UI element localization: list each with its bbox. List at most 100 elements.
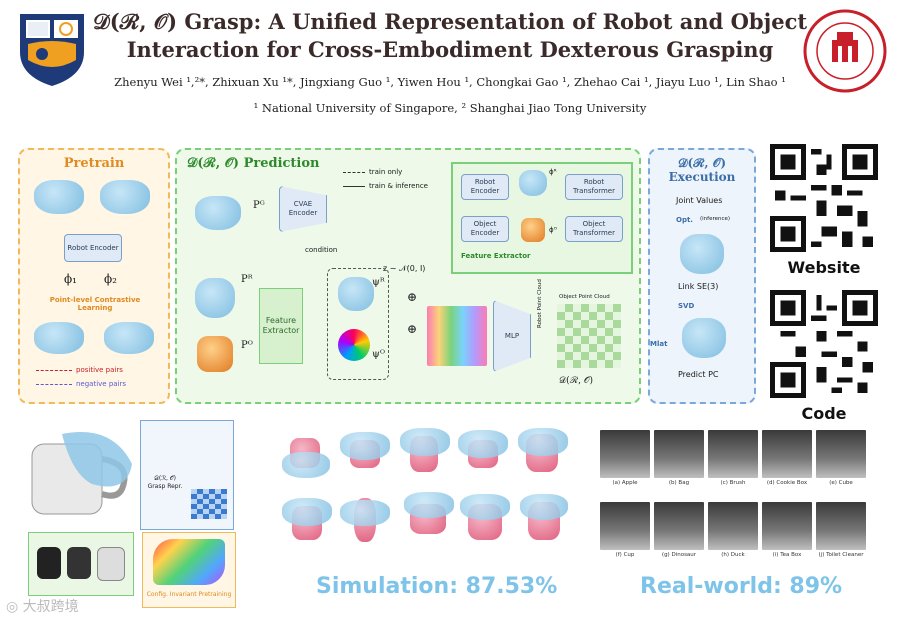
caption-dinosaur: (g) Dinosaur [661,552,697,558]
grasp-repr-panel: 𝒟(ℛ, 𝒪) Grasp Repr. [140,420,234,530]
predict-pc-label: Predict PC [678,370,719,379]
feature-cube [427,306,487,366]
psi-o-visual [338,329,370,361]
train-only-legend: train only [369,168,403,176]
grasp-repr-label: 𝒟(ℛ, 𝒪) Grasp Repr. [147,475,183,490]
real-photo [762,430,812,478]
mlp-box: MLP [493,300,531,372]
real-photo [762,502,812,550]
positive-pairs-label: positive pairs [76,366,123,374]
hand-point-cloud [104,322,154,354]
robot-hand-dark [37,547,61,579]
pretrain-title: Pretrain [63,156,125,171]
sim-hand [404,492,454,518]
psi-r-visual [338,277,374,311]
opt-label: Opt. [676,216,693,224]
predicted-pc-hand [682,318,726,358]
fe-robot-encoder: Robot Encoder [461,174,509,200]
condition-label: condition [305,246,338,254]
robot-encoder-box: Robot Encoder [64,234,122,262]
realworld-grid: (a) Apple (b) Bag (c) Brush (d) Cookie B… [596,428,876,568]
robot-hand-input [195,278,235,318]
poster-title: 𝒟(ℛ, 𝒪) Grasp: A Unified Representation … [0,8,900,64]
sim-hand [282,498,332,526]
real-photo [600,430,650,478]
po-label: Pᴼ [241,340,253,351]
caption-cookie-box: (d) Cookie Box [766,480,808,486]
z-label: z ∼ 𝒩(0, I) [383,264,426,273]
contrastive-label: Point-level Contrastive Learning [49,296,141,312]
solid-arrow-legend [343,186,365,187]
website-qr-code[interactable] [770,144,878,252]
svd-label: SVD [678,302,695,310]
sjtu-logo [802,8,888,94]
title-line-2: Interaction for Cross-Embodiment Dextero… [126,37,774,62]
feature-extractor-detail: Robot Encoder Object Encoder ϕᴿ ϕᴼ Robot… [451,162,633,274]
author-list: Zhenyu Wei ¹,²*, Zhixuan Xu ¹*, Jingxian… [114,75,786,89]
execution-hand [680,234,724,274]
fe-object-transformer: Object Transformer [565,216,623,242]
affiliations: ¹ National University of Singapore, ² Sh… [253,101,647,115]
robot-hand-image [34,180,84,214]
config-visual [153,539,225,585]
watermark: ◎ 大叔跨境 [6,596,79,616]
robot-point-cloud-label: Robot Point Cloud [537,279,543,328]
fe-detail-title: Feature Extractor [461,252,531,260]
real-photo [600,502,650,550]
caption-toilet-cleaner: (j) Toilet Cleaner [818,552,864,558]
cvae-encoder-box: CVAE Encoder [279,186,327,232]
pr-label: Pᴿ [241,274,253,285]
sim-hand [518,428,568,456]
sim-hand [340,432,390,460]
pg-label: Pᴳ [253,200,265,211]
psi-r-label: ψᴿ [372,277,385,288]
object-point-cloud-label: Object Point Cloud [559,294,610,300]
mlat-label: Mlat [650,340,668,348]
nus-logo [12,8,92,88]
negative-pairs-label: negative pairs [76,380,127,388]
fe-object-encoder: Object Encoder [461,216,509,242]
caption-cube: (e) Cube [829,480,853,486]
caption-tea-box: (i) Tea Box [772,552,802,558]
concat-op: ⊕ [407,290,418,304]
watermark-icon: ◎ [6,599,23,615]
caption-brush: (c) Brush [720,480,746,486]
website-label: Website [787,258,861,277]
joint-values-label: Joint Values [676,196,723,205]
fe-hand-visual [519,170,547,196]
hand-point-cloud [34,322,84,354]
real-photo [654,430,704,478]
dro-label: 𝒟(ℛ, 𝒪) [559,376,594,386]
execution-panel: 𝒟(ℛ, 𝒪) Execution Joint Values Opt. (inf… [648,148,756,404]
caption-duck: (h) Duck [721,552,745,558]
real-photo [816,430,866,478]
repr-matrix [191,489,227,519]
config-invariant-panel: Config. Invariant Pretraining [142,532,236,608]
negative-line [36,384,72,385]
realworld-stat: Real-world: 89% [640,574,843,599]
train-inference-legend: train & inference [369,182,428,190]
title-line-1: 𝒟(ℛ, 𝒪) Grasp: A Unified Representation … [92,9,808,34]
sim-hand [400,428,450,456]
config-label: Config. Invariant Pretraining [146,591,232,598]
simulation-grasps [280,428,570,558]
psi-box: ψᴿ ψᴼ [327,268,389,380]
robot-hands-panel [28,532,134,596]
real-photo [708,502,758,550]
code-label: Code [801,404,847,423]
psi-o-label: ψᴼ [372,349,386,360]
phi1-label: ϕ₁ [64,272,77,286]
inference-label: (inference) [700,216,731,222]
link-se3-label: Link SE(3) [678,282,719,291]
sim-hand [340,500,390,526]
pretrain-panel: Pretrain Robot Encoder ϕ₁ ϕ₂ Point-level… [18,148,170,404]
execution-title: 𝒟(ℛ, 𝒪) Execution [668,156,736,184]
positive-line [36,370,72,371]
real-photo [816,502,866,550]
caption-apple: (a) Apple [612,480,638,486]
grasp-input-image [195,196,241,230]
code-qr-code[interactable] [770,290,878,398]
prediction-title: 𝒟(ℛ, 𝒪) Prediction [187,156,320,171]
real-photo [654,502,704,550]
robot-hand-dark [67,547,91,579]
